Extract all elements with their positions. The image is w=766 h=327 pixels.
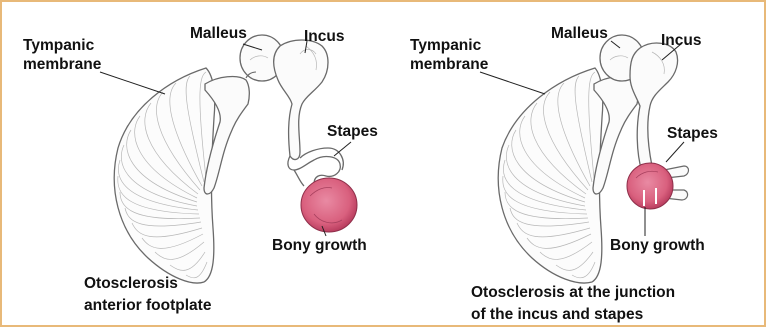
label-incus-left: Incus [304, 27, 344, 46]
label-tympanic-membrane-right: Tympanic membrane [410, 36, 488, 74]
caption-right: Otosclerosis at the junction of the incu… [471, 282, 675, 326]
malleus-left [204, 35, 284, 194]
caption-left: Otosclerosis anterior footplate [84, 273, 211, 317]
caption-right-line-1: Otosclerosis at the junction [471, 282, 675, 304]
incus-left [274, 40, 328, 159]
incus-right [630, 43, 678, 175]
caption-left-line-2: anterior footplate [84, 295, 211, 317]
bony-growth-right [627, 163, 673, 209]
label-bony-growth-right: Bony growth [610, 236, 705, 255]
label-incus-right: Incus [661, 31, 701, 50]
label-malleus-left: Malleus [190, 24, 247, 43]
tympanic-membrane-right [498, 68, 602, 283]
label-tympanic-membrane-left: Tympanic membrane [23, 36, 101, 74]
caption-right-line-2: of the incus and stapes [471, 304, 675, 326]
label-stapes-right: Stapes [667, 124, 718, 143]
label-tympanic-text-left: Tympanic membrane [23, 36, 101, 74]
label-bony-growth-left: Bony growth [272, 236, 367, 255]
bony-growth-left [301, 178, 357, 232]
label-tympanic-text-right: Tympanic membrane [410, 36, 488, 74]
label-malleus-right: Malleus [551, 24, 608, 43]
label-stapes-left: Stapes [327, 122, 378, 141]
tympanic-membrane-left [114, 68, 214, 283]
caption-left-line-1: Otosclerosis [84, 273, 211, 295]
